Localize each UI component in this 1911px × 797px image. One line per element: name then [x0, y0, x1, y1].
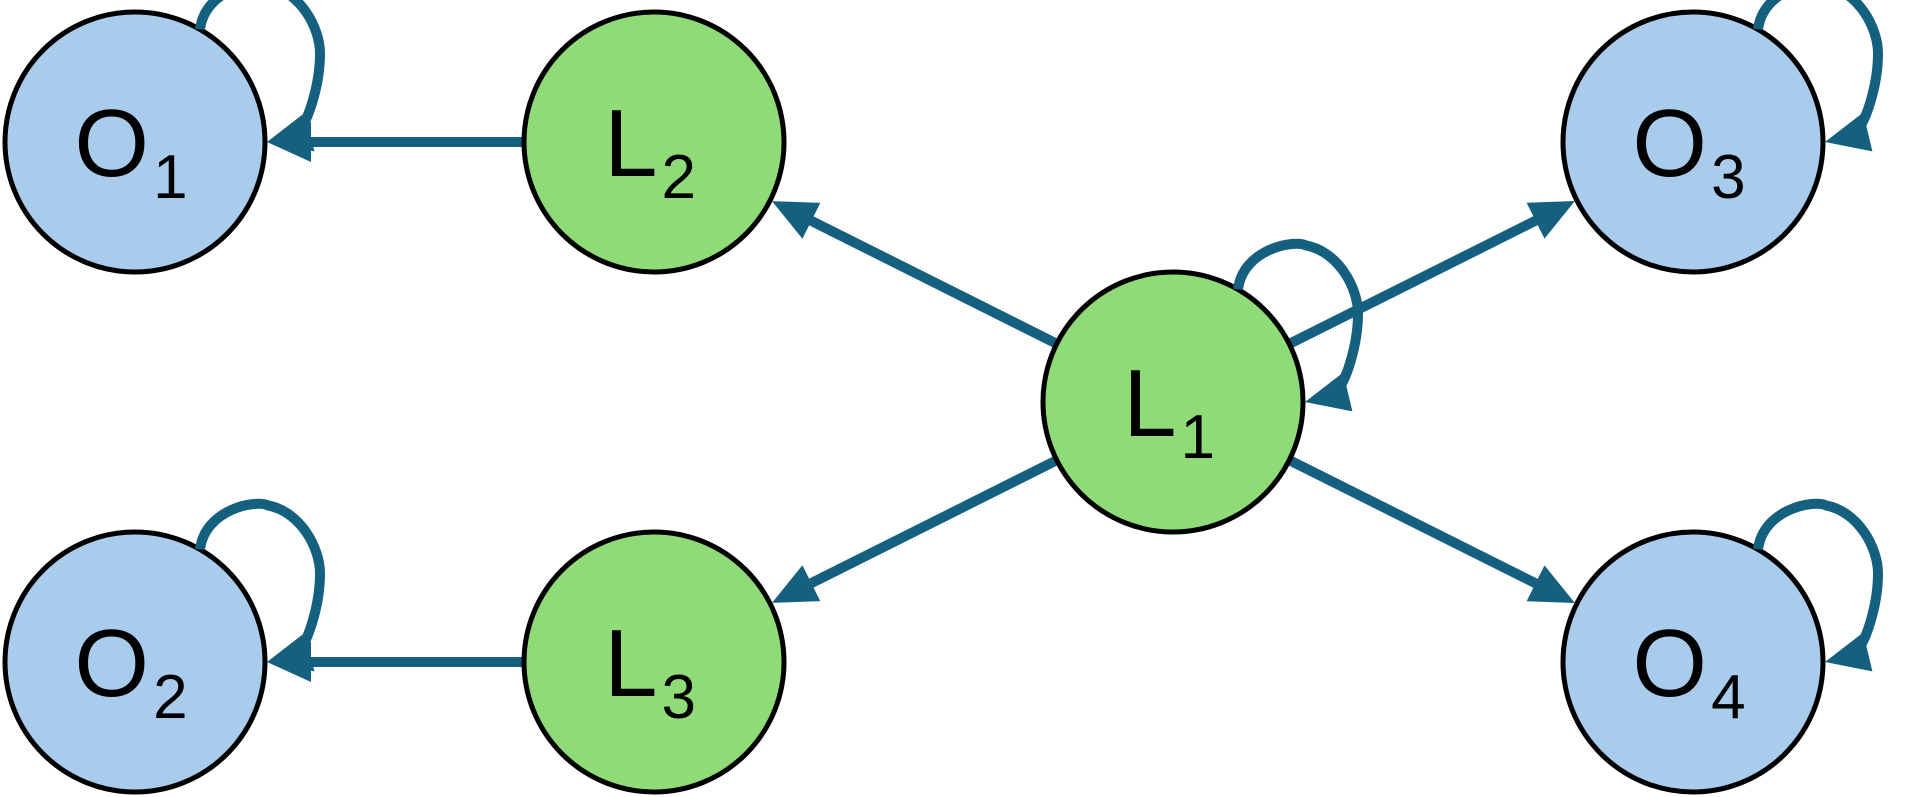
node-l3: L3 [521, 529, 787, 795]
loop-arrowhead [1825, 632, 1873, 672]
edges-layer [267, 122, 1575, 682]
edge-line [1287, 455, 1547, 593]
node-l1: L1 [1040, 269, 1306, 535]
node-label: L2 [604, 90, 696, 212]
node-circle [2, 529, 268, 795]
node-label: O4 [1632, 610, 1745, 732]
node-label: O3 [1632, 90, 1745, 212]
node-o2: O2 [2, 529, 268, 795]
loop-line [1753, 498, 1884, 657]
node-letter: O [74, 610, 149, 717]
node-letter: O [1632, 610, 1707, 717]
node-subscript: 2 [661, 143, 695, 212]
node-o3: O3 [1560, 9, 1826, 275]
node-letter: L [604, 610, 657, 717]
loop-arrowhead [267, 112, 315, 152]
node-letter: O [1632, 90, 1707, 197]
edge-l1-to-o4 [1287, 455, 1575, 603]
node-label: O2 [74, 610, 187, 732]
node-circle [521, 529, 787, 795]
edge-l1-to-l3 [772, 455, 1060, 603]
node-label: L1 [1123, 350, 1215, 472]
node-subscript: 1 [1180, 403, 1214, 472]
arrowhead [772, 201, 821, 239]
node-subscript: 3 [661, 663, 695, 732]
node-label: O1 [74, 90, 187, 212]
node-circle [521, 9, 787, 275]
node-circle [1560, 529, 1826, 795]
node-circle [1040, 269, 1306, 535]
loop-arrowhead [267, 632, 315, 672]
loop-arrowhead [1305, 372, 1353, 412]
node-o1: O1 [2, 9, 268, 275]
node-subscript: 1 [153, 143, 187, 212]
loop-line [195, 498, 326, 657]
arrowhead [1526, 565, 1575, 603]
node-circle [1560, 9, 1826, 275]
node-l2: L2 [521, 9, 787, 275]
node-o4: O4 [1560, 529, 1826, 795]
edge-l1-to-l2 [772, 201, 1060, 349]
self-loop-o2 [195, 498, 326, 672]
loop-line [195, 0, 326, 137]
self-loop-o4 [1753, 498, 1884, 672]
edge-line [800, 455, 1060, 593]
edge-line [800, 211, 1060, 349]
edge-line [1287, 211, 1547, 349]
loop-line [1753, 0, 1884, 137]
node-letter: O [74, 90, 149, 197]
self-loops-layer [195, 0, 1884, 672]
node-letter: L [604, 90, 657, 197]
loop-line [1233, 238, 1364, 397]
arrowhead [772, 565, 821, 603]
node-subscript: 3 [1711, 143, 1745, 212]
node-letter: L [1123, 350, 1176, 457]
self-loop-o1 [195, 0, 326, 152]
edge-l1-to-o3 [1287, 201, 1575, 349]
self-loop-o3 [1753, 0, 1884, 152]
node-circle [2, 9, 268, 275]
node-subscript: 2 [153, 663, 187, 732]
arrowhead [1526, 201, 1575, 239]
node-subscript: 4 [1711, 663, 1745, 732]
node-label: L3 [604, 610, 696, 732]
loop-arrowhead [1825, 112, 1873, 152]
self-loop-l1 [1233, 238, 1364, 412]
